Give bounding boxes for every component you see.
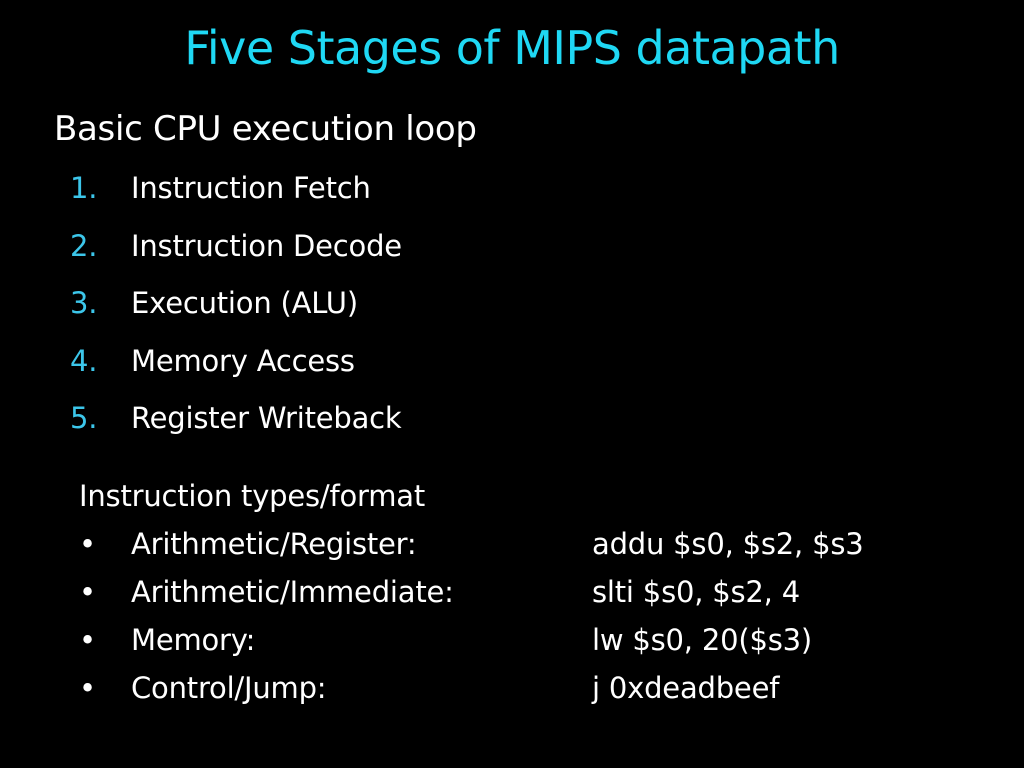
stage-list: 1. Instruction Fetch 2. Instruction Deco…: [70, 166, 670, 454]
instruction-type-item: • Memory: lw $s0, 20($s3): [79, 618, 959, 666]
stage-number: 4.: [70, 343, 98, 378]
stage-number: 5.: [70, 401, 98, 435]
stage-number: 3.: [70, 286, 98, 320]
instruction-example: lw $s0, 20($s3): [592, 623, 812, 657]
bullet-icon: •: [79, 527, 96, 561]
instruction-example: j 0xdeadbeef: [592, 671, 780, 705]
instruction-type-label: Control/Jump:: [131, 671, 327, 705]
stage-item: 4. Memory Access: [70, 339, 670, 397]
slide-subtitle: Basic CPU execution loop: [54, 109, 477, 149]
instruction-type-item: • Control/Jump: j 0xdeadbeef: [79, 666, 959, 714]
instruction-type-label: Arithmetic/Immediate:: [131, 575, 454, 609]
stage-label: Memory Access: [131, 343, 355, 378]
stage-item: 3. Execution (ALU): [70, 281, 670, 339]
instruction-type-label: Arithmetic/Register:: [131, 527, 417, 561]
stage-number: 2.: [70, 228, 98, 263]
stage-number: 1.: [70, 171, 98, 205]
stage-label: Instruction Fetch: [131, 171, 371, 205]
instruction-types-heading: Instruction types/format: [79, 479, 426, 513]
stage-item: 2. Instruction Decode: [70, 224, 670, 282]
slide-title: Five Stages of MIPS datapath: [184, 21, 840, 75]
instruction-example: addu $s0, $s2, $s3: [592, 527, 864, 561]
instruction-types-list: • Arithmetic/Register: addu $s0, $s2, $s…: [79, 522, 959, 714]
stage-label: Instruction Decode: [131, 228, 402, 263]
stage-label: Register Writeback: [131, 401, 402, 435]
bullet-icon: •: [79, 623, 96, 657]
instruction-type-label: Memory:: [131, 623, 256, 657]
stage-item: 1. Instruction Fetch: [70, 166, 670, 224]
bullet-icon: •: [79, 575, 96, 609]
stage-item: 5. Register Writeback: [70, 396, 670, 454]
bullet-icon: •: [79, 671, 96, 705]
instruction-type-item: • Arithmetic/Register: addu $s0, $s2, $s…: [79, 522, 959, 570]
stage-label: Execution (ALU): [131, 286, 358, 320]
instruction-example: slti $s0, $s2, 4: [592, 575, 800, 609]
instruction-type-item: • Arithmetic/Immediate: slti $s0, $s2, 4: [79, 570, 959, 618]
